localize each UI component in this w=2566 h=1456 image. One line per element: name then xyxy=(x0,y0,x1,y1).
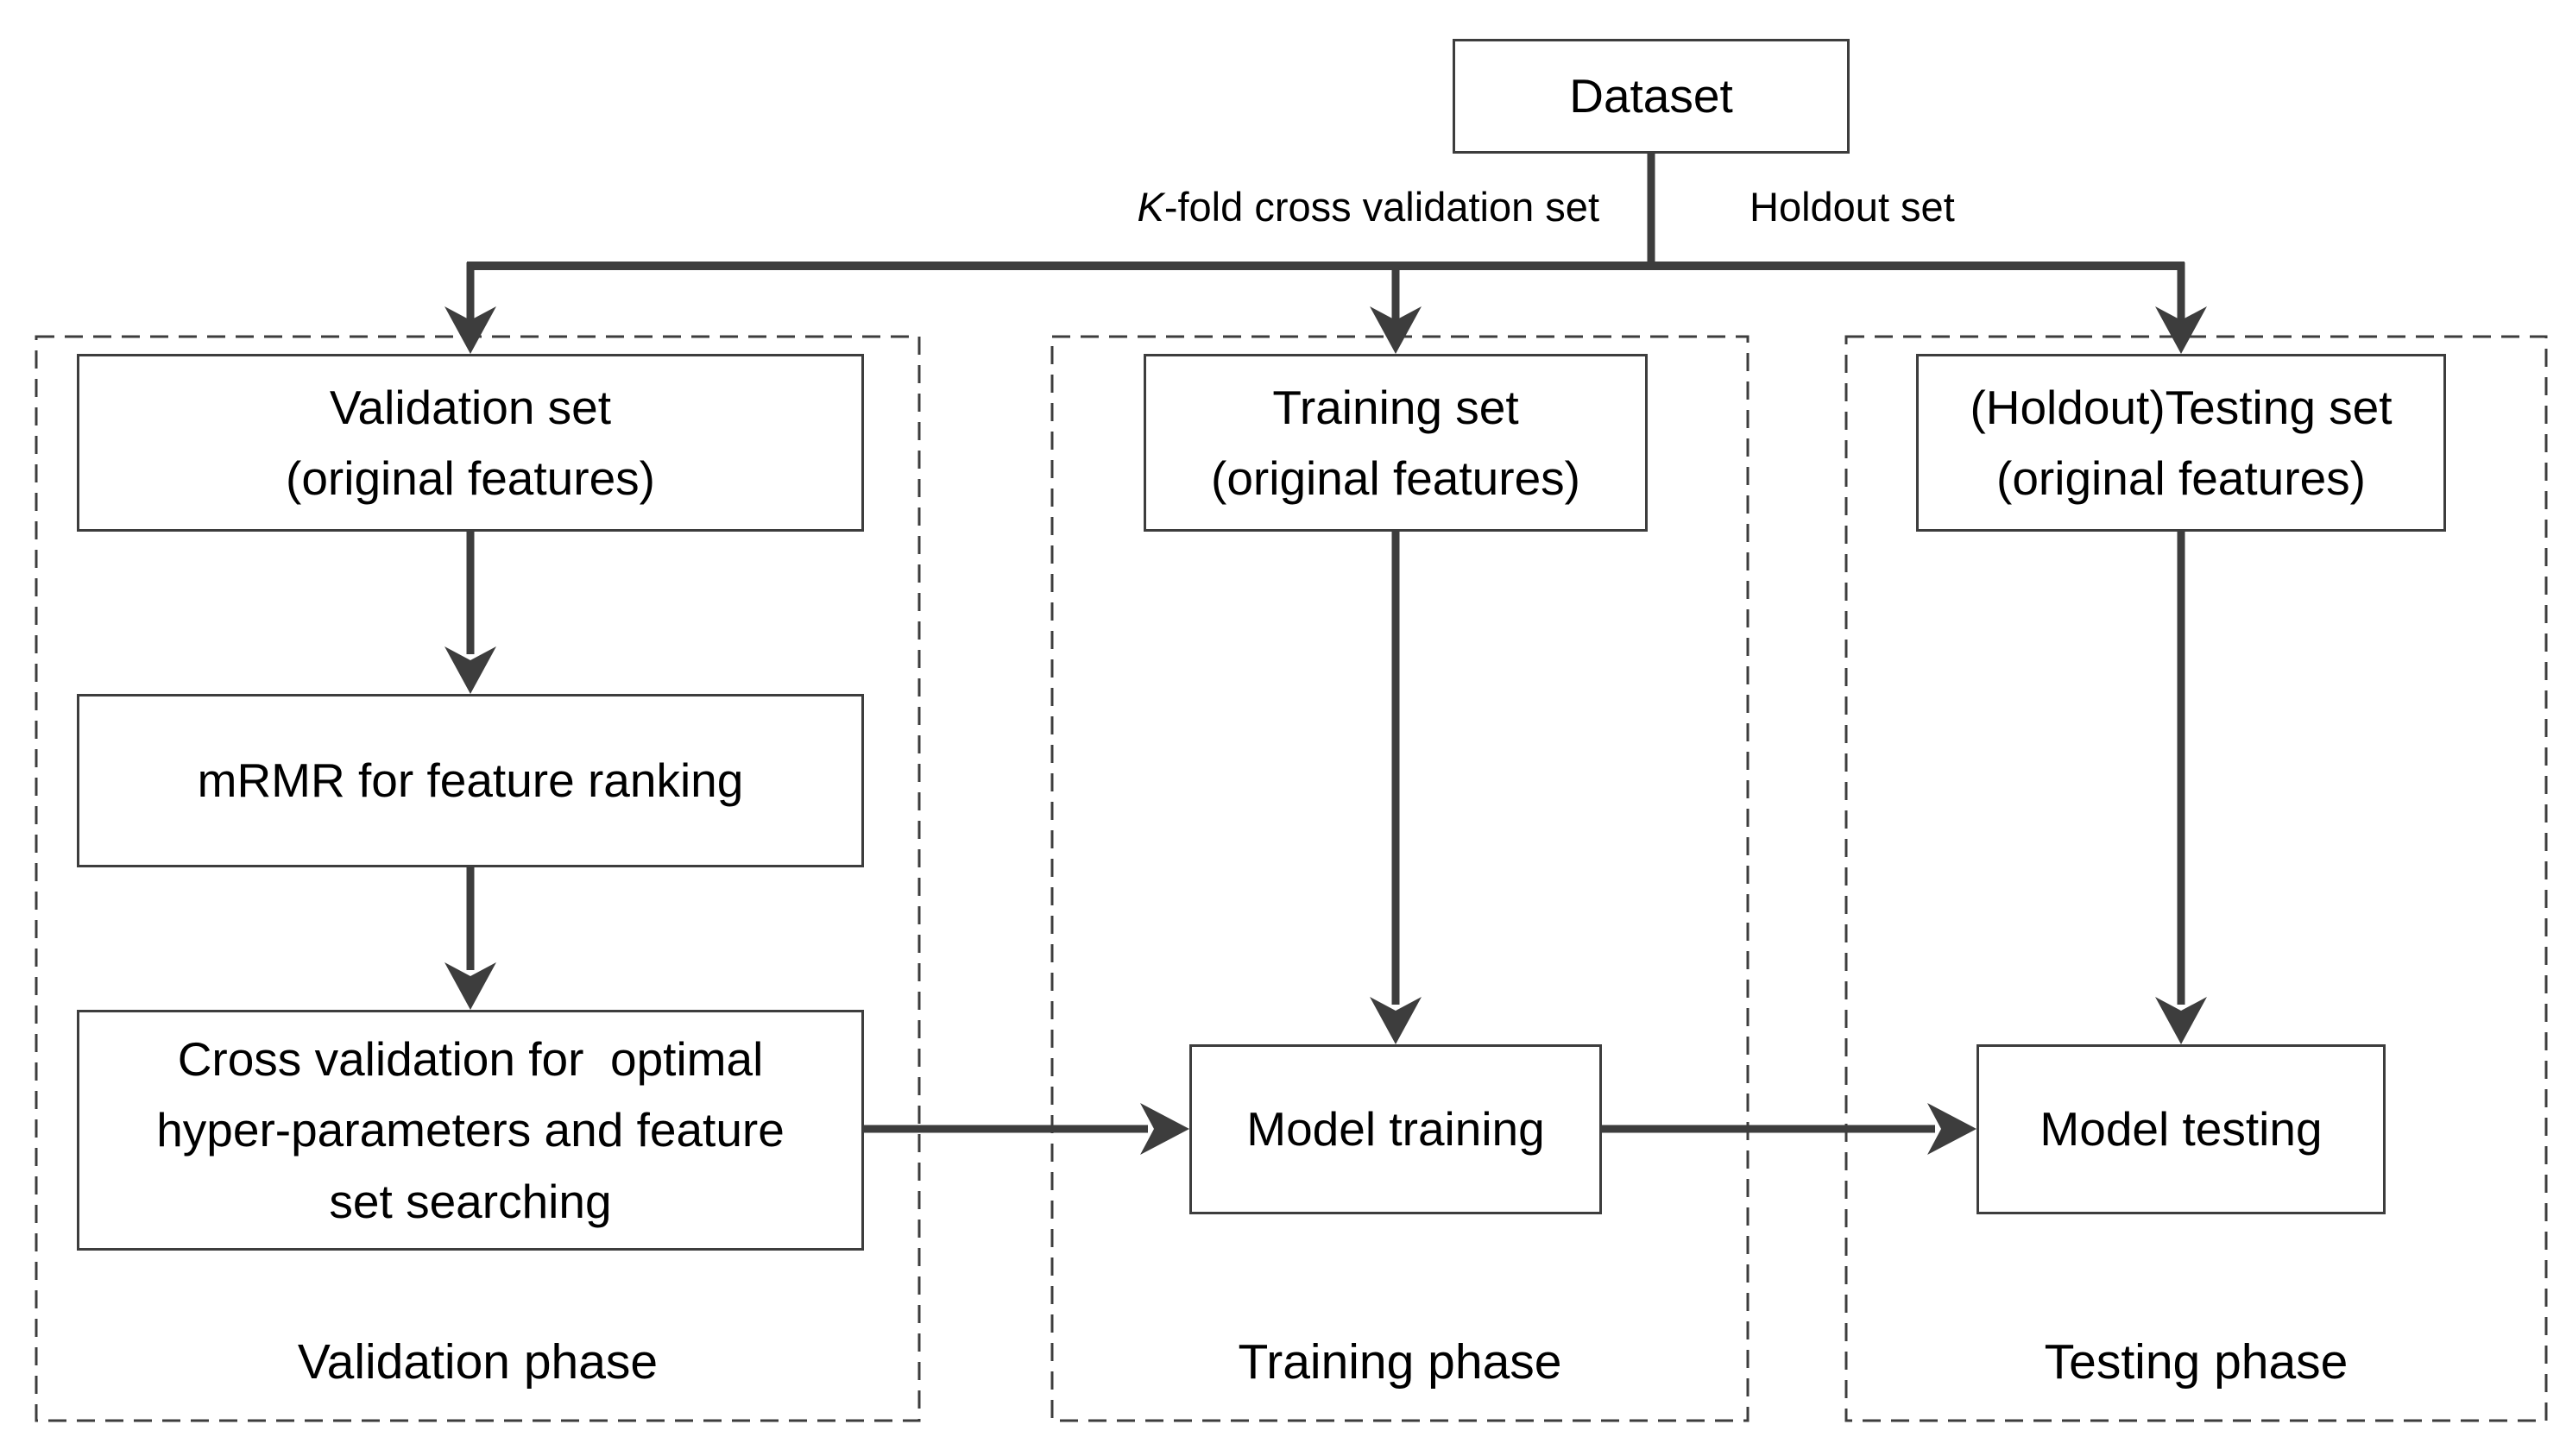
model-testing-node: Model testing xyxy=(1977,1044,2386,1214)
training-set-to-model-training-arrowhead xyxy=(1370,997,1422,1044)
testing-set-node: (Holdout)Testing set (original features) xyxy=(1916,354,2446,532)
training-set-node: Training set (original features) xyxy=(1144,354,1648,532)
cross-validation-to-model-training-arrowhead xyxy=(1140,1103,1189,1155)
cross-validation-line3: set searching xyxy=(329,1174,612,1228)
model-training-to-model-testing-arrowhead xyxy=(1927,1103,1977,1155)
mrmr-node: mRMR for feature ranking xyxy=(77,694,864,867)
testing-set-line2: (original features) xyxy=(1996,451,2366,505)
holdout-branch-label: Holdout set xyxy=(1750,184,1955,230)
validation-phase-label: Validation phase xyxy=(297,1334,659,1390)
cross-validation-line2: hyper-parameters and feature xyxy=(156,1103,785,1157)
branch-drop-right-arrowhead xyxy=(2155,306,2207,354)
training-set-line2: (original features) xyxy=(1211,451,1580,505)
kfold-branch-label-italic-k: K xyxy=(1137,184,1164,230)
testing-phase-region xyxy=(1844,335,2548,1422)
dataset-node: Dataset xyxy=(1453,39,1850,154)
testing-set-line1: (Holdout)Testing set xyxy=(1970,380,2393,434)
validation-set-to-mrmr-arrowhead xyxy=(444,646,496,694)
dataset-label: Dataset xyxy=(1569,69,1733,123)
model-testing-label: Model testing xyxy=(2040,1102,2323,1157)
testing-set-to-model-testing-arrowhead xyxy=(2155,997,2207,1044)
training-phase-label: Training phase xyxy=(1238,1334,1562,1390)
testing-phase-label: Testing phase xyxy=(2044,1334,2348,1390)
validation-set-line1: Validation set xyxy=(329,380,612,434)
kfold-branch-label-rest: -fold cross validation set xyxy=(1163,184,1599,230)
branch-drop-middle-arrowhead xyxy=(1370,306,1422,354)
cross-validation-line1: Cross validation for optimal xyxy=(177,1031,764,1086)
validation-set-line2: (original features) xyxy=(286,451,655,505)
kfold-branch-label: K-fold cross validation set xyxy=(1137,183,1599,230)
training-set-line1: Training set xyxy=(1272,380,1519,434)
mrmr-label: mRMR for feature ranking xyxy=(197,753,744,808)
validation-set-node: Validation set (original features) xyxy=(77,354,864,532)
branch-drop-left-arrowhead xyxy=(444,306,496,354)
cross-validation-node: Cross validation for optimal hyper-param… xyxy=(77,1010,864,1251)
mrmr-to-cross-validation-arrowhead xyxy=(444,962,496,1010)
model-training-label: Model training xyxy=(1246,1102,1545,1157)
model-training-node: Model training xyxy=(1189,1044,1602,1214)
